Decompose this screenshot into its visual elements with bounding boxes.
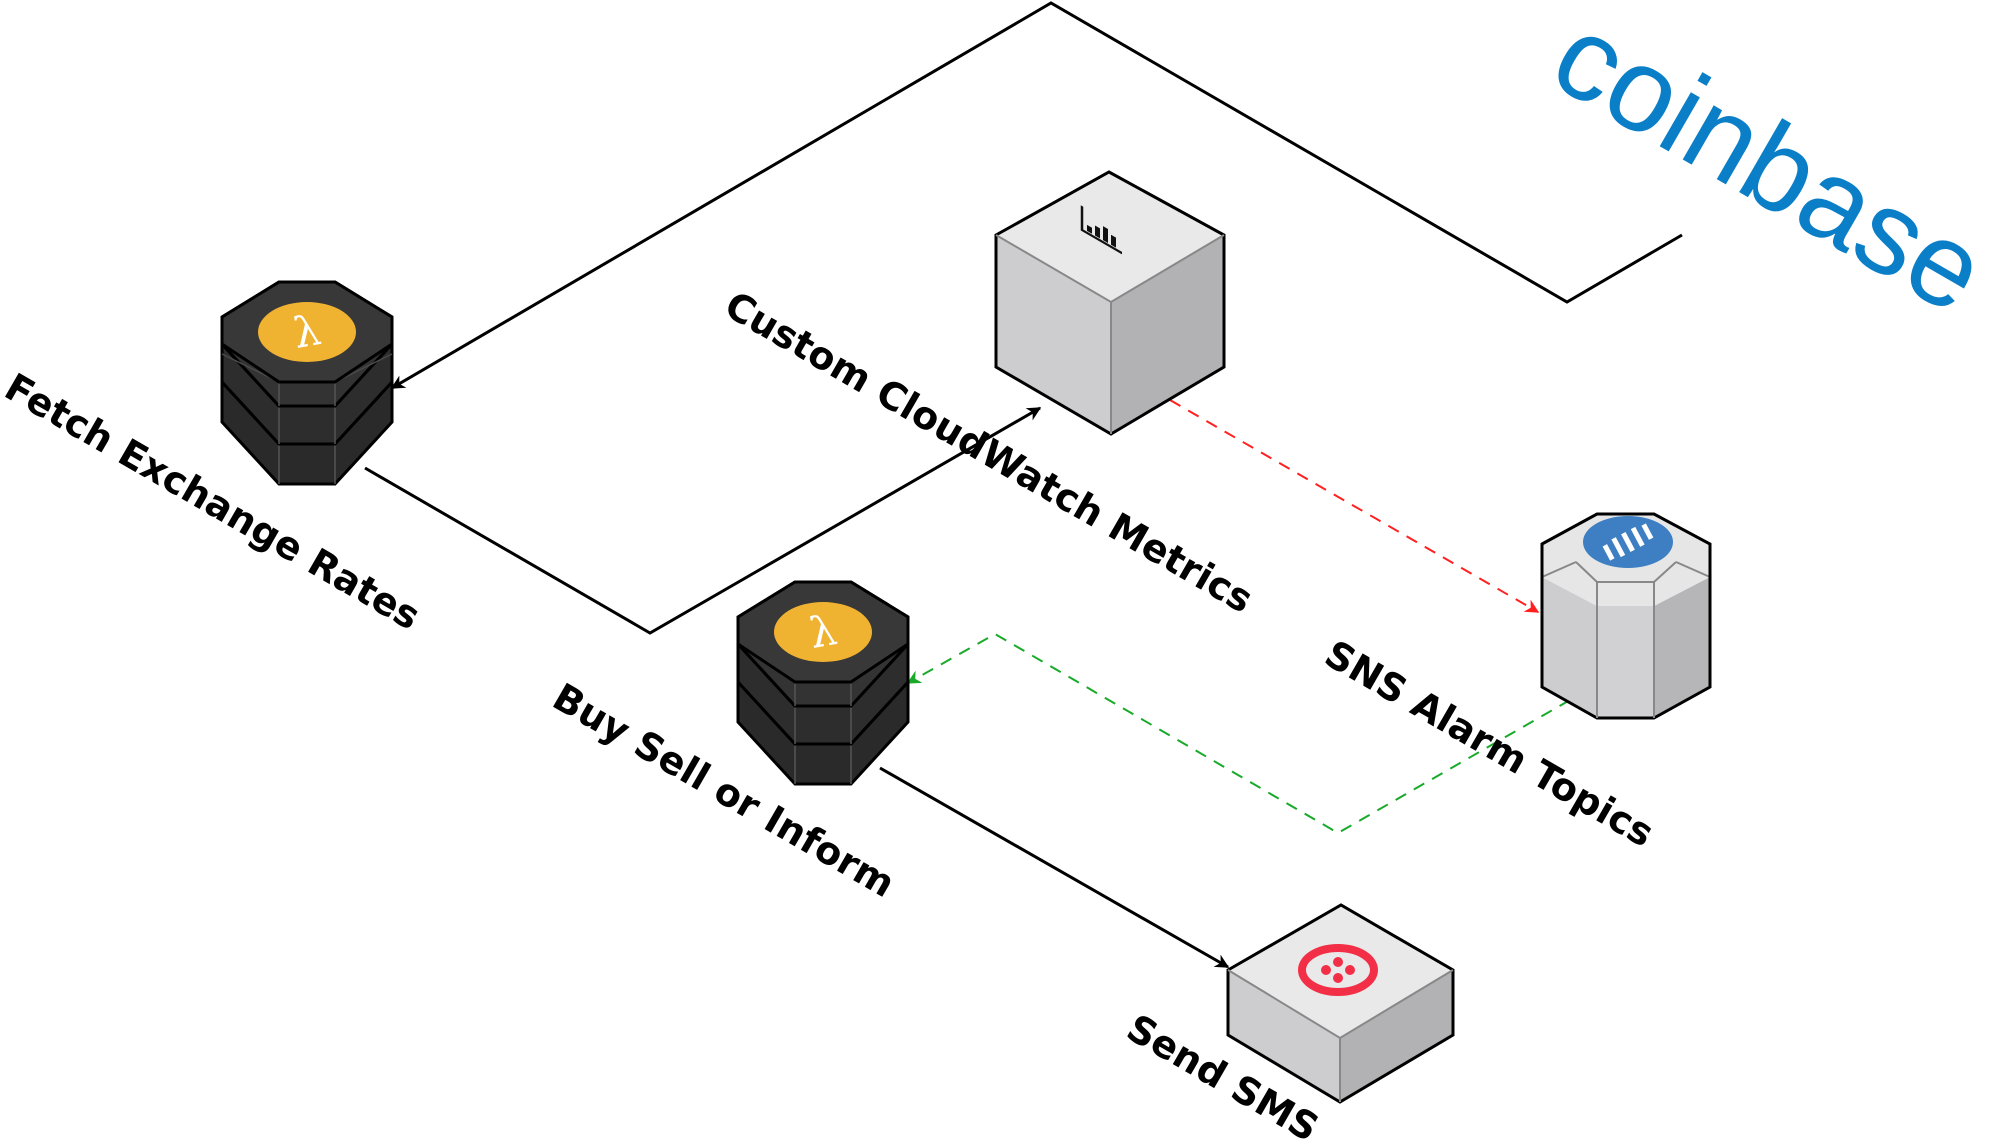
sns-body-right [1654, 577, 1710, 718]
edge-fetch-rates-to-cloudwatch [364, 406, 1042, 635]
coinbase-logo: coinbase [1532, 0, 2000, 339]
cube-right-face [1111, 235, 1224, 434]
edge-coinbase-to-fetch-rates [390, 1, 1683, 390]
lambda-icon [774, 602, 872, 662]
connectors [364, 1, 1683, 969]
box-left-face [1228, 970, 1340, 1102]
node-fetch-exchange-rates[interactable]: λ [220, 280, 394, 486]
bar-chart-icon [1080, 205, 1122, 255]
edge-sns-to-buy-sell [906, 632, 1571, 835]
node-custom-cloudwatch-metrics[interactable] [994, 170, 1226, 436]
node-send-sms[interactable] [1226, 903, 1455, 1104]
edge-buy-sell-to-send-sms [879, 766, 1230, 969]
sns-body-front [1597, 606, 1654, 718]
cube-left-face [996, 235, 1111, 434]
node-sns-alarm-topics[interactable] [1540, 512, 1712, 720]
edge-cloudwatch-to-sns [1169, 399, 1540, 613]
sns-body-left [1542, 577, 1597, 718]
lambda-stack [220, 280, 394, 486]
box-right-face [1340, 970, 1453, 1102]
lambda-stack [736, 580, 910, 786]
node-buy-sell-or-inform[interactable]: λ [736, 580, 910, 786]
lambda-icon [258, 302, 356, 362]
twilio-icon [1298, 944, 1378, 996]
sns-icon-stripes [1602, 523, 1654, 561]
